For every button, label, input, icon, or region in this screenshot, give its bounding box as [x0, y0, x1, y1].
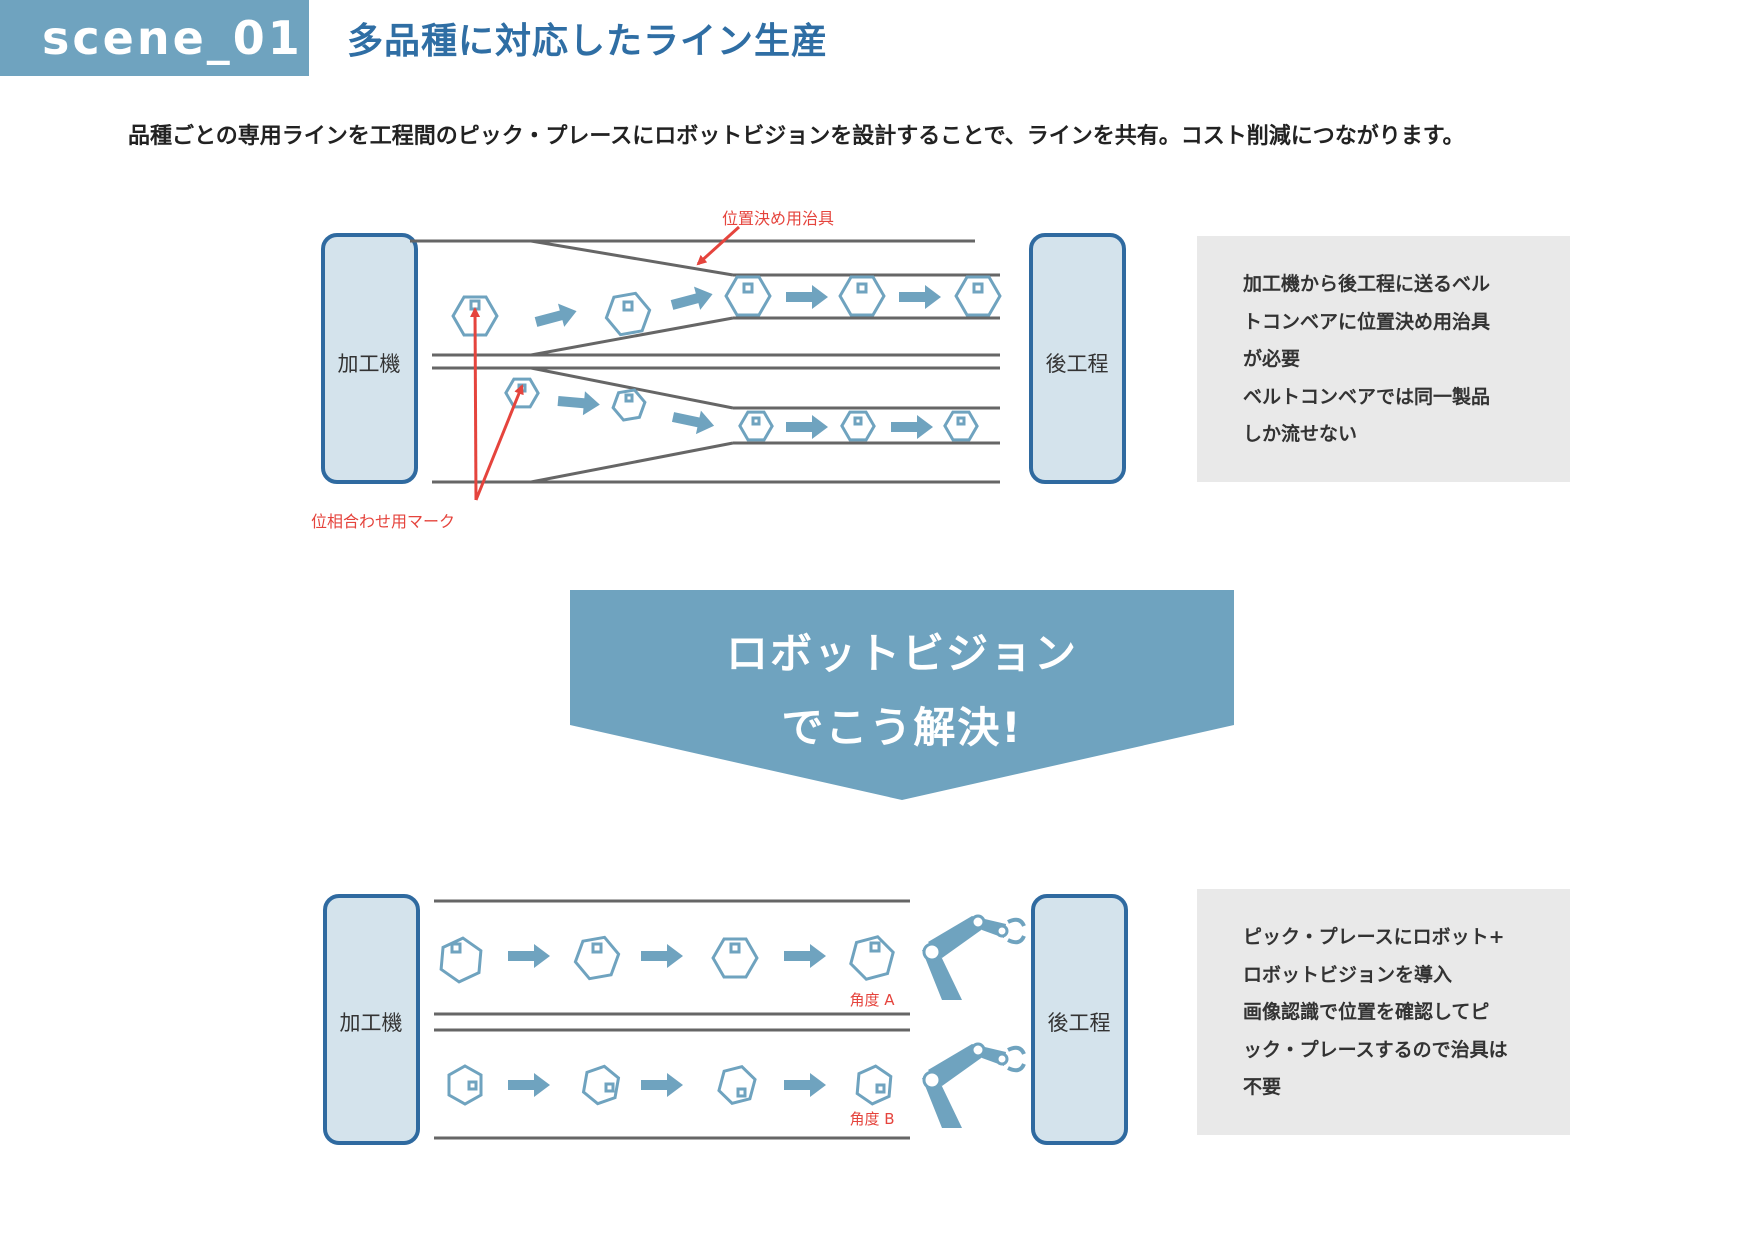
post-process-label: 後工程 [1048, 1011, 1111, 1035]
hexagon-part-icon [943, 410, 979, 442]
processing-machine-box [321, 233, 418, 484]
hexagon-part-icon [724, 275, 772, 317]
arrow-right-icon [508, 944, 550, 968]
note-line: が必要 [1243, 348, 1301, 370]
conveyor-upper [410, 239, 1000, 357]
hexagon-part-icon [840, 410, 876, 442]
arrow-right-icon [891, 415, 933, 439]
after-diagram: 加工機 後工程 角度 A 角度 B [323, 894, 1128, 1145]
hexagon-part-icon [581, 1064, 621, 1106]
arrow-right-icon [641, 1073, 683, 1097]
note-line: 画像認識で位置を確認してピ [1243, 1001, 1490, 1023]
hexagon-part-icon [711, 937, 759, 979]
banner-line-1: ロボットビジョン [725, 629, 1078, 678]
banner-line-2: でこう解決! [781, 703, 1023, 752]
hexagon-part-icon [954, 275, 1002, 317]
arrow-right-icon [786, 285, 828, 309]
hexagon-part-icon [611, 388, 647, 422]
page-title: 多品種に対応したライン生産 [347, 21, 829, 62]
hexagon-part-icon [573, 935, 621, 981]
note-line: ック・プレースするので治具は [1243, 1038, 1508, 1061]
note-line: ピック・プレースにロボット+ [1243, 926, 1505, 948]
hexagon-part-icon [447, 1064, 483, 1106]
arrow-right-icon [784, 1073, 826, 1097]
arrow-right-icon [784, 944, 826, 968]
arrow-right-icon [557, 391, 600, 416]
processing-machine-box [323, 894, 420, 1145]
before-note-box: 加工機から後工程に送るベル トコンベアに位置決め用治具 が必要 ベルトコンベアで… [1197, 236, 1570, 482]
arrow-right-icon [641, 944, 683, 968]
post-process-box [1029, 233, 1126, 484]
note-line: しか流せない [1243, 423, 1358, 445]
note-line: 不要 [1243, 1076, 1282, 1098]
mark-pointer-upper [470, 307, 481, 501]
angle-b-label: 角度 B [849, 1110, 894, 1128]
conveyor-lower [432, 366, 1000, 484]
arrow-right-icon [670, 286, 713, 310]
hexagon-part-icon [439, 936, 483, 984]
hexagon-part-icon [717, 1064, 757, 1106]
hexagon-part-icon [849, 935, 895, 981]
after-note-box: ピック・プレースにロボット+ ロボットビジョンを導入 画像認識で位置を確認してピ… [1197, 889, 1570, 1135]
hexagon-part-icon [855, 1064, 893, 1106]
arrow-right-icon [671, 410, 715, 435]
hexagon-part-icon [504, 377, 540, 409]
fixture-label: 位置決め用治具 [722, 209, 834, 228]
angle-a-label: 角度 A [849, 991, 895, 1009]
before-diagram: 加工機 後工程 位置決め用治具 位相合わせ用マーク [311, 209, 1126, 531]
arrow-right-icon [508, 1073, 550, 1097]
note-line: トコンベアに位置決め用治具 [1243, 310, 1491, 333]
scene-label: scene_01 [0, 0, 309, 76]
hexagon-part-icon [838, 275, 886, 317]
mark-label: 位相合わせ用マーク [311, 512, 455, 531]
arrow-right-icon [899, 285, 941, 309]
solution-banner: ロボットビジョン でこう解決! [570, 590, 1234, 800]
note-line: ロボットビジョンを導入 [1243, 963, 1453, 986]
arrow-right-icon [534, 303, 577, 327]
mark-pointer-lower [474, 384, 524, 501]
post-process-box [1031, 894, 1128, 1145]
note-line: ベルトコンベアでは同一製品 [1243, 385, 1491, 408]
shared-conveyor [434, 899, 910, 1140]
machine-label: 加工機 [340, 1011, 403, 1035]
hexagon-part-icon [738, 410, 774, 442]
robot-arm-icon [922, 914, 1026, 1000]
post-process-label: 後工程 [1046, 352, 1109, 376]
fixture-pointer [696, 225, 741, 266]
machine-label: 加工機 [338, 352, 401, 376]
robot-arm-icon [922, 1042, 1026, 1128]
note-line: 加工機から後工程に送るベル [1243, 273, 1491, 295]
lead-text: 品種ごとの専用ラインを工程間のピック・プレースにロボットビジョンを設計することで… [128, 124, 1465, 149]
hexagon-part-icon [604, 291, 652, 337]
arrow-right-icon [786, 415, 828, 439]
